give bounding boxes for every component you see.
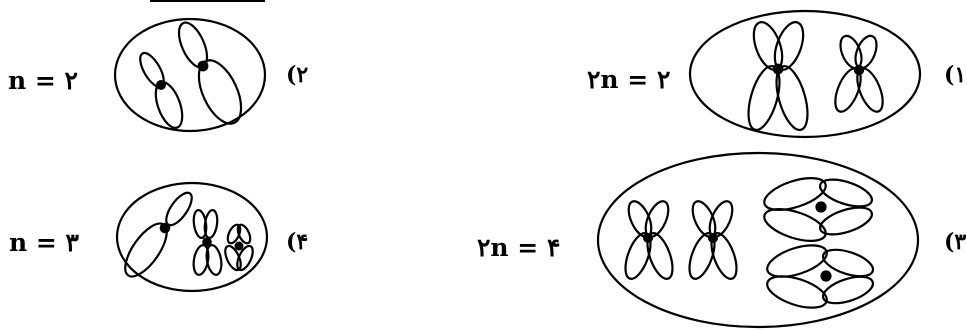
option-3-chromosome-4-centromere bbox=[820, 270, 832, 282]
option-1-chromosome-1-lower-left-chromatid bbox=[747, 64, 781, 132]
option-3-chromosome-2-lower-left-chromatid bbox=[688, 232, 716, 280]
option-1: ۲n = ۲ (۱ bbox=[587, 9, 966, 139]
option-1-chromosome-2-upper-right-chromatid bbox=[854, 34, 878, 70]
option-4-cell-outline bbox=[115, 181, 269, 293]
option-4-chromosome-2 bbox=[192, 209, 223, 276]
option-4-chromosome-1-centromere bbox=[159, 222, 171, 234]
option-1-number: (۱ bbox=[944, 62, 966, 88]
option-3-chromosome-3-left-upper-chromatid bbox=[763, 177, 827, 211]
option-2-number: (۲ bbox=[286, 62, 308, 88]
option-2-formula: n = ۲ bbox=[8, 66, 78, 95]
option-1-chromosome-2-centromere bbox=[853, 64, 865, 76]
option-1-chromosome-2 bbox=[834, 34, 884, 113]
option-4-number: (۴ bbox=[286, 229, 308, 255]
option-2-chromosome-1-centromere bbox=[156, 80, 166, 90]
option-2-chromosome-1 bbox=[139, 51, 184, 129]
option-3-chromosome-2-centromere bbox=[708, 233, 718, 243]
option-4-formula: n = ۳ bbox=[9, 228, 80, 257]
option-4-chromosome-1 bbox=[124, 191, 193, 278]
option-3-chromosome-3-centromere bbox=[815, 201, 827, 213]
option-2-chromosome-2-centromere bbox=[197, 60, 209, 72]
option-3-chromosome-2-lower-right-chromatid bbox=[710, 232, 738, 280]
option-4-chromosome-2-centromere bbox=[202, 237, 212, 247]
option-4-chromosome-3-centromere bbox=[234, 241, 244, 251]
option-3-chromosome-2 bbox=[688, 200, 738, 280]
option-3-chromosome-3 bbox=[763, 177, 874, 242]
option-3-chromosome-1-lower-right-chromatid bbox=[646, 232, 674, 280]
option-2-chromosome-2-lower-arm bbox=[197, 59, 243, 125]
option-1-formula: ۲n = ۲ bbox=[587, 65, 670, 94]
option-3-chromosome-4-right-lower-chromatid bbox=[821, 275, 875, 305]
option-4-chromosome-2-upper-right-chromatid bbox=[203, 209, 219, 239]
option-3-number: (۳ bbox=[944, 229, 966, 255]
option-4-chromosome-3-lower-right-chromatid bbox=[236, 244, 254, 272]
option-3-chromosome-3-right-upper-chromatid bbox=[818, 178, 874, 208]
option-1-cell-outline bbox=[688, 9, 922, 139]
option-2-cell-outline bbox=[113, 17, 267, 133]
option-3-chromosome-4-right-upper-chromatid bbox=[821, 248, 875, 278]
option-3-chromosome-3-left-lower-chromatid bbox=[763, 208, 827, 242]
option-3-chromosome-1 bbox=[624, 200, 674, 280]
option-3-cell-outline bbox=[596, 151, 920, 329]
option-2-chromosome-2 bbox=[177, 21, 243, 125]
option-4-chromosome-3 bbox=[224, 223, 254, 272]
option-1-chromosome-1-centromere bbox=[772, 63, 784, 75]
option-2-chromosome-1-lower-arm bbox=[154, 81, 184, 129]
option-4-chromosome-3-upper-right-chromatid bbox=[236, 223, 252, 245]
option-3-chromosome-3-right-lower-chromatid bbox=[818, 206, 874, 236]
option-3-chromosome-1-centromere bbox=[643, 233, 653, 243]
option-3-chromosome-4 bbox=[766, 244, 875, 309]
option-2: n = ۲ (۲ bbox=[8, 17, 308, 133]
option-4-chromosome-2-lower-right-chromatid bbox=[205, 244, 223, 276]
option-1-chromosome-1-lower-right-chromatid bbox=[775, 64, 809, 132]
option-4: n = ۳ (۴ bbox=[9, 181, 308, 293]
option-1-chromosome-1 bbox=[747, 21, 809, 132]
option-3: ۲n = ۴ bbox=[477, 151, 966, 329]
option-3-formula: ۲n = ۴ bbox=[477, 233, 560, 262]
